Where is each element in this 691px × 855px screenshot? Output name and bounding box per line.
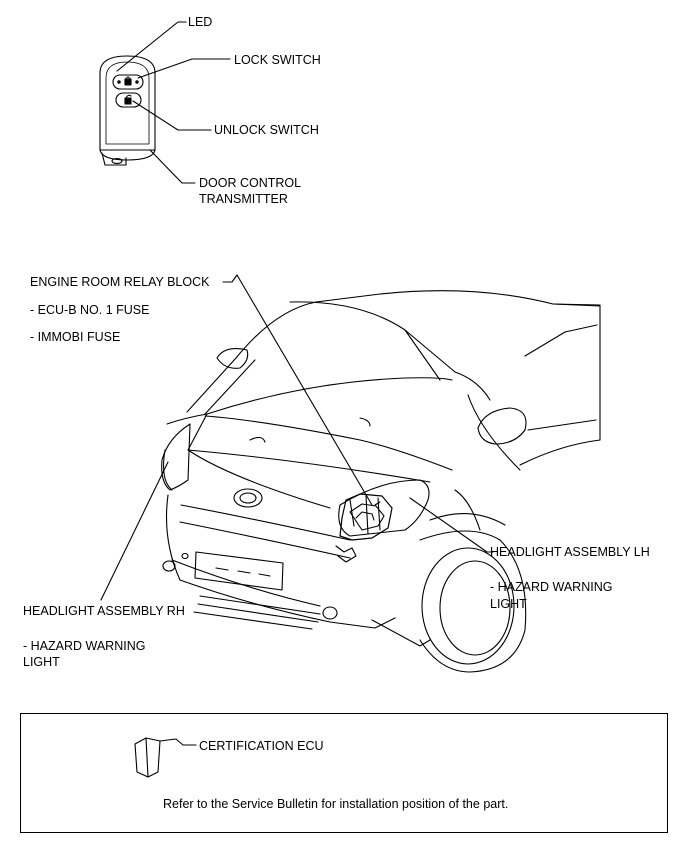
led-label: LED — [188, 15, 213, 29]
lock-switch-label: LOCK SWITCH — [234, 53, 321, 67]
hazard-rh-label-line2: LIGHT — [23, 655, 60, 669]
relay-block-part — [335, 493, 393, 563]
hazard-rh-label-line1: - HAZARD WARNING — [23, 639, 146, 653]
certification-ecu-label: CERTIFICATION ECU — [199, 739, 324, 753]
door-control-label: DOOR CONTROL — [199, 176, 302, 190]
relay-block-label: ENGINE ROOM RELAY BLOCK — [30, 275, 210, 289]
immobi-fuse-label: - IMMOBI FUSE — [30, 330, 121, 344]
headlight-rh-label: HEADLIGHT ASSEMBLY RH — [23, 604, 185, 618]
headlight-lh-label: HEADLIGHT ASSEMBLY LH — [490, 545, 650, 559]
hazard-lh-label-line2: LIGHT — [490, 597, 527, 611]
service-bulletin-note: Refer to the Service Bulletin for instal… — [163, 797, 509, 811]
hazard-lh-label-line1: - HAZARD WARNING — [490, 580, 613, 594]
unlock-switch-label: UNLOCK SWITCH — [214, 123, 319, 137]
transmitter-label: TRANSMITTER — [199, 192, 288, 206]
certification-ecu-box — [20, 713, 668, 833]
vehicle-illustration — [161, 290, 601, 673]
key-fob-illustration — [99, 21, 231, 184]
certification-ecu-illustration — [134, 737, 197, 778]
ecu-b-fuse-label: - ECU-B NO. 1 FUSE — [30, 303, 150, 317]
leader-lines — [100, 274, 494, 601]
